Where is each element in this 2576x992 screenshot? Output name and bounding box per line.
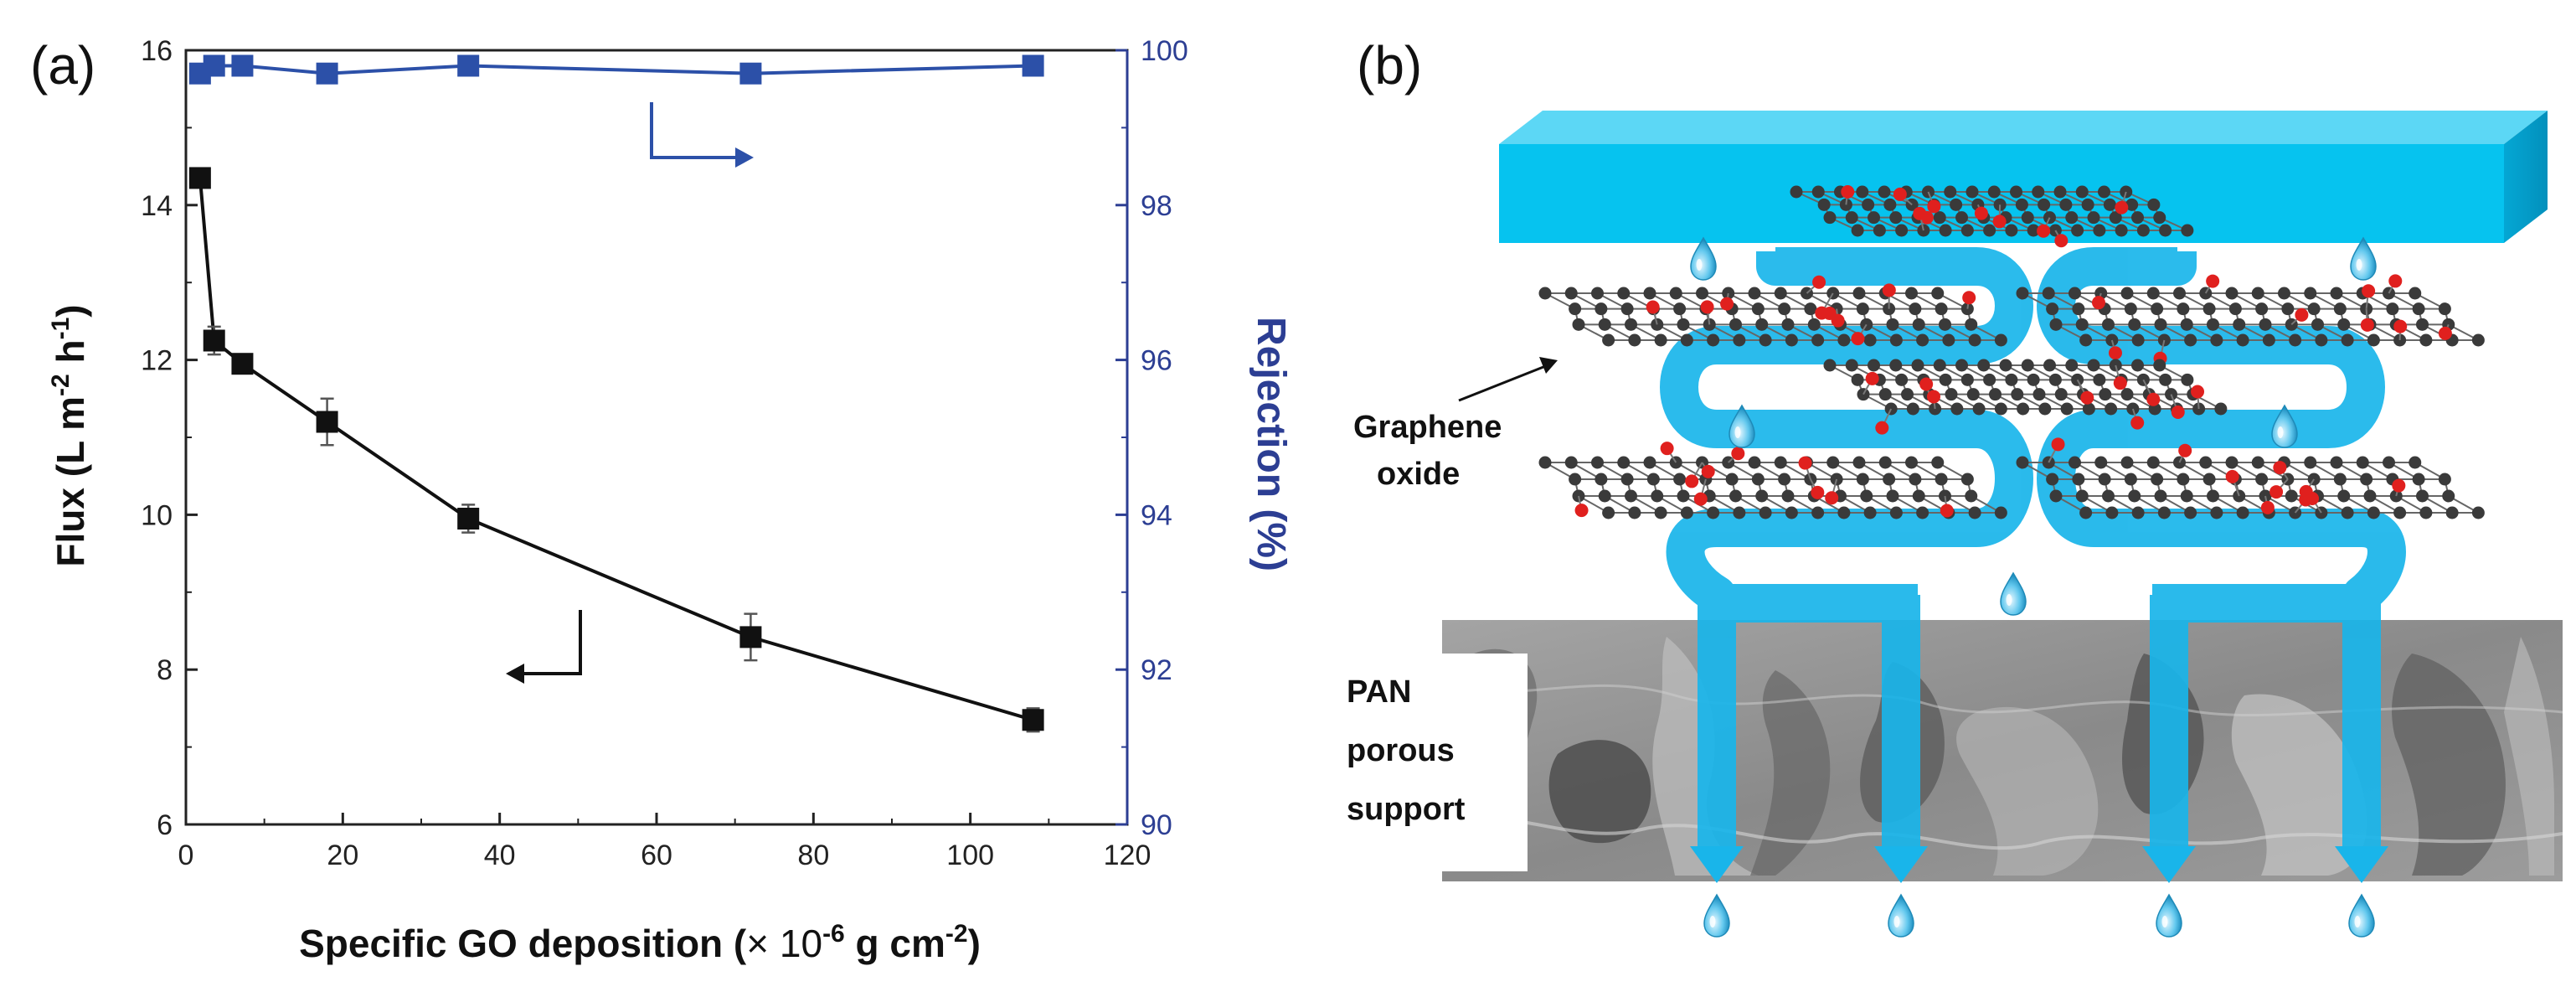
x-tick-label: 20	[327, 840, 358, 871]
rejection-point	[739, 62, 762, 85]
right-axis-ticks: 90 92 94 96 98 100	[1115, 35, 1188, 841]
flow-arrowheads	[1690, 846, 2388, 883]
pan-label-box	[1337, 654, 1528, 871]
right-y-axis-label: Rejection (%)	[1249, 317, 1293, 571]
rejection-point	[316, 62, 338, 85]
flux-point	[739, 626, 762, 648]
flux-point	[188, 167, 211, 189]
x-axis-ticks: 0 20 40 60 80 100 120	[178, 813, 1151, 871]
x-tick-label: 0	[178, 840, 194, 871]
graphene-oxide-pointer-head	[1539, 357, 1558, 374]
flux-point	[1022, 709, 1044, 731]
x-tick-label: 60	[641, 840, 672, 871]
rejection-point	[231, 54, 254, 77]
flux-axis-arrowhead	[506, 664, 524, 684]
rejection-point	[1022, 54, 1044, 77]
left-tick-label: 14	[141, 190, 173, 222]
left-tick-label: 8	[157, 654, 173, 686]
panel-b-label: (b)	[1357, 35, 1422, 96]
flux-point	[457, 508, 480, 530]
left-tick-label: 6	[157, 809, 173, 841]
left-y-axis-label: Flux (L m-2 h-1)	[47, 304, 92, 566]
panel-a-label: (a)	[30, 35, 95, 96]
flux-point	[203, 329, 225, 352]
x-tick-label: 120	[1104, 840, 1151, 871]
rejection-point	[457, 54, 480, 77]
x-tick-label: 40	[484, 840, 516, 871]
graphene-oxide-pointer	[1458, 364, 1548, 402]
right-tick-label: 92	[1141, 654, 1172, 686]
go-sheet	[1823, 359, 2228, 435]
go-sheet	[1790, 185, 2194, 248]
pan-support-image	[1441, 620, 2563, 881]
water-flow-paths	[1660, 247, 2406, 855]
feed-water-block	[1499, 111, 2548, 243]
x-tick-label: 80	[797, 840, 829, 871]
right-tick-label: 90	[1141, 809, 1172, 841]
flux-line	[198, 178, 1034, 722]
left-tick-label: 12	[141, 345, 173, 377]
flux-point	[231, 353, 254, 375]
left-tick-label: 16	[141, 35, 173, 67]
go-sheet	[2016, 274, 2485, 365]
left-tick-label: 10	[141, 499, 173, 531]
x-axis-label: Specific GO deposition (× 10-6 g cm-2)	[299, 920, 981, 965]
data-series	[188, 54, 1044, 733]
left-axis-ticks: 6 8 10 12 14 16	[141, 35, 198, 841]
go-sheet	[2016, 437, 2485, 519]
rejection-axis-arrow	[650, 102, 735, 159]
rejection-point	[203, 54, 225, 77]
go-sheet	[1538, 442, 2007, 519]
right-tick-label: 94	[1141, 499, 1172, 531]
graphene-oxide-sheets	[1538, 185, 2485, 519]
right-tick-label: 100	[1141, 35, 1188, 67]
flux-axis-arrow	[524, 610, 582, 675]
right-tick-label: 98	[1141, 190, 1172, 222]
right-tick-label: 96	[1141, 345, 1172, 377]
flux-point	[316, 411, 338, 433]
x-tick-label: 100	[946, 840, 994, 871]
rejection-axis-arrowhead	[735, 147, 754, 168]
go-sheet	[1538, 275, 2007, 347]
